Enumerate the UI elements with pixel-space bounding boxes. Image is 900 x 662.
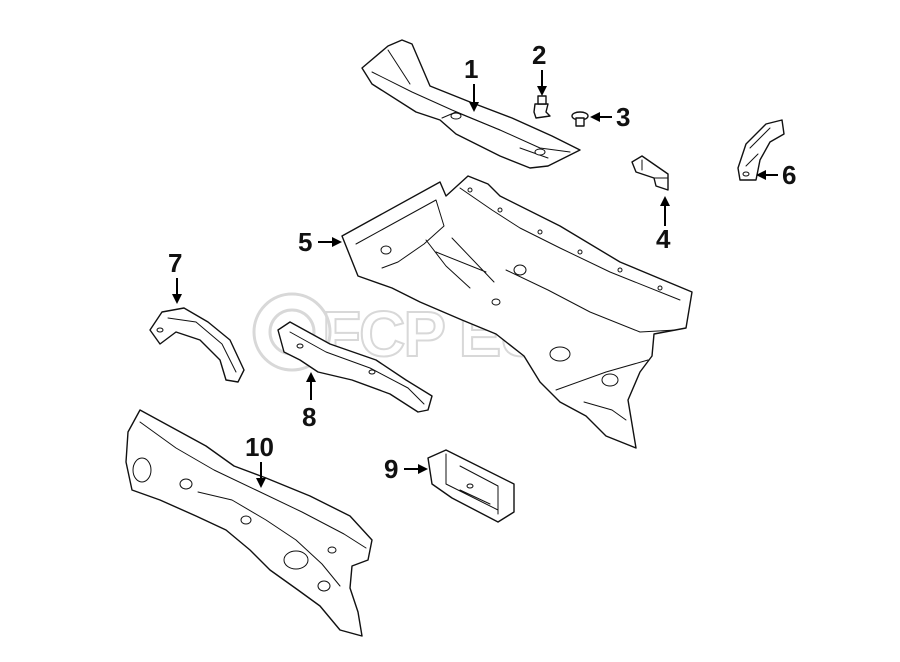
callout-9: 9: [384, 454, 428, 484]
part-5-dash-panel[interactable]: [341, 175, 693, 449]
callout-2: 2: [532, 40, 547, 96]
callout-number-1: 1: [464, 54, 478, 84]
callout-1: 1: [464, 54, 479, 112]
part-8-crossmember[interactable]: [277, 321, 433, 413]
callout-6: 6: [756, 160, 796, 190]
part-9-bracket[interactable]: [427, 449, 515, 523]
part-4-bracket[interactable]: [631, 155, 669, 191]
callout-number-4: 4: [656, 224, 671, 254]
callout-number-10: 10: [245, 432, 274, 462]
callout-number-3: 3: [616, 102, 630, 132]
callout-number-2: 2: [532, 40, 546, 70]
callout-number-9: 9: [384, 454, 398, 484]
callout-5: 5: [298, 227, 342, 257]
part-2-clip[interactable]: [533, 95, 551, 119]
callout-7: 7: [168, 248, 182, 304]
callout-number-7: 7: [168, 248, 182, 278]
callout-4: 4: [656, 196, 671, 254]
watermark-gear-icon: [252, 292, 332, 372]
part-7-arch-section[interactable]: [149, 307, 245, 383]
callout-number-5: 5: [298, 227, 312, 257]
part-6-reinforcement[interactable]: [737, 119, 785, 181]
part-3-plug[interactable]: [571, 111, 589, 127]
callout-3: 3: [590, 102, 630, 132]
callout-10: 10: [245, 432, 274, 488]
part-10-firewall-panel[interactable]: [125, 409, 373, 637]
callout-number-6: 6: [782, 160, 796, 190]
callout-number-8: 8: [302, 402, 316, 432]
callout-8: 8: [302, 372, 316, 432]
